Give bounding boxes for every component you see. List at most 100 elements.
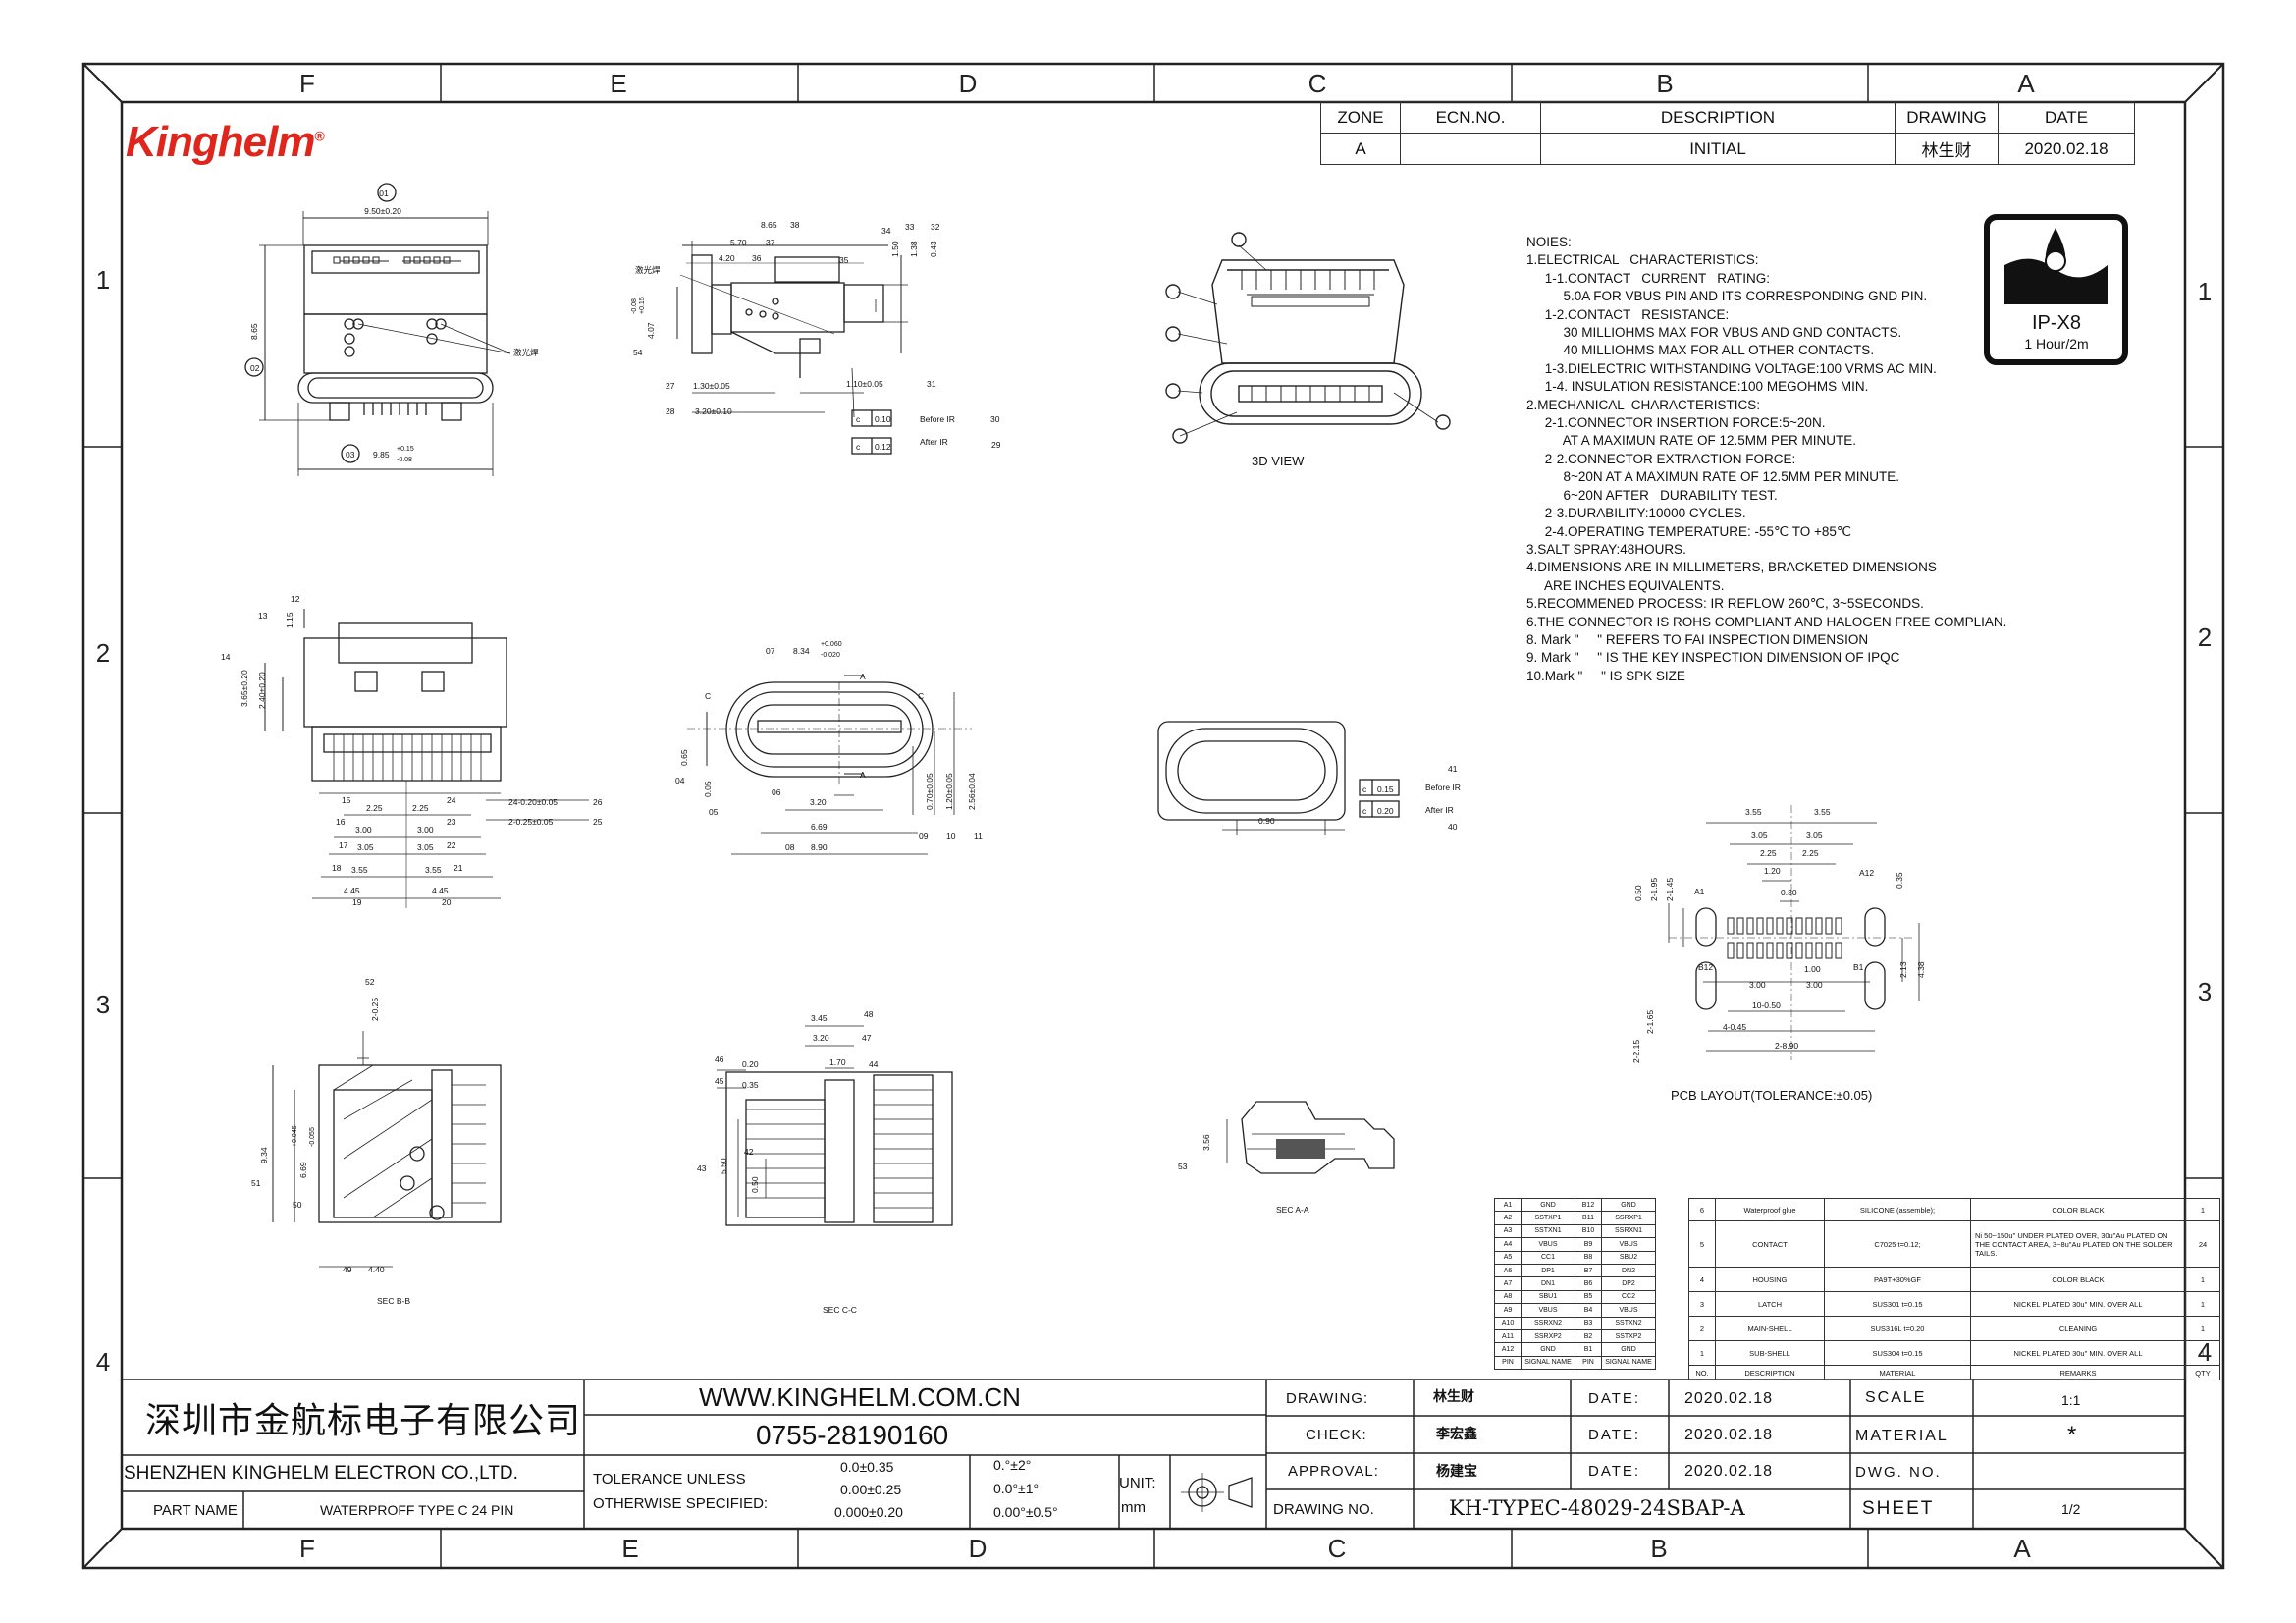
bom-cell: Waterproof glue	[1715, 1198, 1825, 1221]
rev-zone: A	[1320, 133, 1401, 165]
pin-cell: VBUS	[1521, 1303, 1575, 1318]
pin-cell: B3	[1575, 1316, 1602, 1330]
company-name-en: SHENZHEN KINGHELM ELECTRON CO.,LTD.	[124, 1463, 518, 1484]
company-name-cn: 深圳市金航标电子有限公司	[145, 1401, 582, 1441]
pin-cell: SSRXP1	[1601, 1211, 1656, 1225]
sec-cc-drawing	[717, 1025, 953, 1226]
date-value-3: 2020.02.18	[1684, 1463, 1774, 1480]
zone-side-left-2: 2	[95, 638, 111, 668]
note-line: 3.SALT SPRAY:48HOURS.	[1526, 541, 1686, 557]
bom-cell: SUS304 t=0.15	[1824, 1340, 1971, 1366]
bom-cell: REMARKS	[1970, 1365, 2186, 1380]
bom-cell: SUS316L t=0.20	[1824, 1316, 1971, 1341]
pin-cell: GND	[1601, 1342, 1656, 1357]
note-line: 30 MILLIOHMS MAX FOR VBUS AND GND CONTAC…	[1526, 325, 1902, 341]
bom-cell: 24	[2185, 1220, 2220, 1268]
bom-cell: Ni 50~150u" UNDER PLATED OVER, 30u"Au PL…	[1970, 1220, 2186, 1268]
note-line: 1-2.CONTACT RESISTANCE:	[1526, 306, 1730, 322]
approval-label: APPROVAL:	[1288, 1463, 1379, 1480]
pin-cell: SSTXN1	[1521, 1223, 1575, 1239]
bom-cell: 1	[2185, 1267, 2220, 1292]
zone-top-d: D	[958, 69, 978, 98]
bom-cell: MATERIAL	[1824, 1365, 1971, 1380]
website: WWW.KINGHELM.COM.CN	[699, 1382, 1021, 1412]
note-line: 10.Mark " " IS SPK SIZE	[1526, 668, 1685, 683]
note-line: 6.THE CONNECTOR IS ROHS COMPLIANT AND HA…	[1526, 614, 2007, 629]
revision-table: ZONE ECN.NO. DESCRIPTION DRAWING DATE A …	[1320, 101, 2135, 165]
bom-cell: DESCRIPTION	[1715, 1365, 1825, 1380]
pin-cell: SSRXN2	[1521, 1316, 1575, 1330]
date-value-2: 2020.02.18	[1684, 1427, 1774, 1443]
bom-cell: 1	[2185, 1316, 2220, 1341]
date-label-1: DATE:	[1588, 1390, 1641, 1407]
bom-cell: 1	[1688, 1340, 1716, 1366]
note-line: 8~20N AT A MAXIMUN RATE OF 12.5MM PER MI…	[1526, 469, 1899, 485]
pin-cell: SSTXP1	[1521, 1211, 1575, 1225]
date-label-3: DATE:	[1588, 1463, 1641, 1480]
note-line: AT A MAXIMUN RATE OF 12.5MM PER MINUTE.	[1526, 433, 1857, 449]
pin-cell: A2	[1494, 1211, 1522, 1225]
material-label: MATERIAL	[1855, 1428, 1949, 1444]
pin-cell: B12	[1575, 1197, 1602, 1213]
pin-cell: DP2	[1601, 1276, 1656, 1291]
ip-rating-label: IP-X8	[2031, 312, 2082, 334]
dwg-no-label: DWG. NO.	[1855, 1464, 1942, 1481]
bom-cell: QTY	[2185, 1365, 2220, 1380]
bom-cell: 6	[1688, 1198, 1716, 1221]
bom-cell: PA9T+30%GF	[1824, 1267, 1971, 1292]
zone-top-f: F	[299, 69, 315, 98]
pin-cell: A10	[1494, 1316, 1522, 1330]
technical-notes: NOIES:1.ELECTRICAL CHARACTERISTICS: 1-1.…	[1526, 234, 2006, 685]
bom-cell: NO.	[1688, 1365, 1716, 1380]
pin-cell: DN2	[1601, 1263, 1656, 1278]
bom-cell: MAIN-SHELL	[1715, 1316, 1825, 1341]
pin-cell: GND	[1521, 1197, 1575, 1213]
tolerance-angular-1: 0.°±2°	[993, 1457, 1032, 1473]
approval-by: 杨建宝	[1436, 1463, 1477, 1479]
drawing-label: DRAWING:	[1286, 1390, 1369, 1407]
pin-cell: B4	[1575, 1303, 1602, 1318]
pin-cell: B1	[1575, 1342, 1602, 1357]
scale-label: SCALE	[1865, 1389, 1927, 1406]
bom-cell: 3	[1688, 1291, 1716, 1317]
note-line: 2-4.OPERATING TEMPERATURE: -55℃ TO +85℃	[1526, 523, 1852, 539]
tolerance-linear-1: 0.0±0.35	[840, 1459, 894, 1475]
rev-header-description: DESCRIPTION	[1540, 101, 1896, 134]
pcb-layout-drawing	[1668, 805, 1920, 1060]
ip-rating-sub: 1 Hour/2m	[2024, 336, 2089, 352]
pin-cell: B6	[1575, 1276, 1602, 1291]
bom-cell: 5	[1688, 1220, 1716, 1268]
pin-cell: A7	[1494, 1276, 1522, 1291]
zone-bottom-d: D	[968, 1534, 988, 1563]
part-name-label: PART NAME	[153, 1502, 238, 1519]
material-value: *	[2067, 1422, 2077, 1448]
ip-rating-icon	[1984, 214, 2128, 365]
sheet-label: SHEET	[1862, 1498, 1935, 1519]
sec-aa-drawing	[1226, 1101, 1395, 1174]
pin-cell: VBUS	[1601, 1303, 1656, 1318]
zone-side-left-4: 4	[95, 1347, 111, 1377]
pin-cell: VBUS	[1601, 1237, 1656, 1252]
tolerance-angular-3: 0.00°±0.5°	[993, 1504, 1058, 1520]
side-view-drawing	[676, 241, 908, 455]
check-by: 李宏鑫	[1436, 1426, 1477, 1441]
pin-cell: SIGNAL NAME	[1521, 1355, 1575, 1371]
unit-label: UNIT:	[1119, 1475, 1156, 1491]
company-logo: Kinghelm®	[126, 118, 325, 166]
zone-bottom-a: A	[2013, 1534, 2031, 1563]
pin-cell: PIN	[1575, 1355, 1602, 1371]
pin-cell: B7	[1575, 1263, 1602, 1278]
pin-cell: SIGNAL NAME	[1601, 1355, 1656, 1371]
